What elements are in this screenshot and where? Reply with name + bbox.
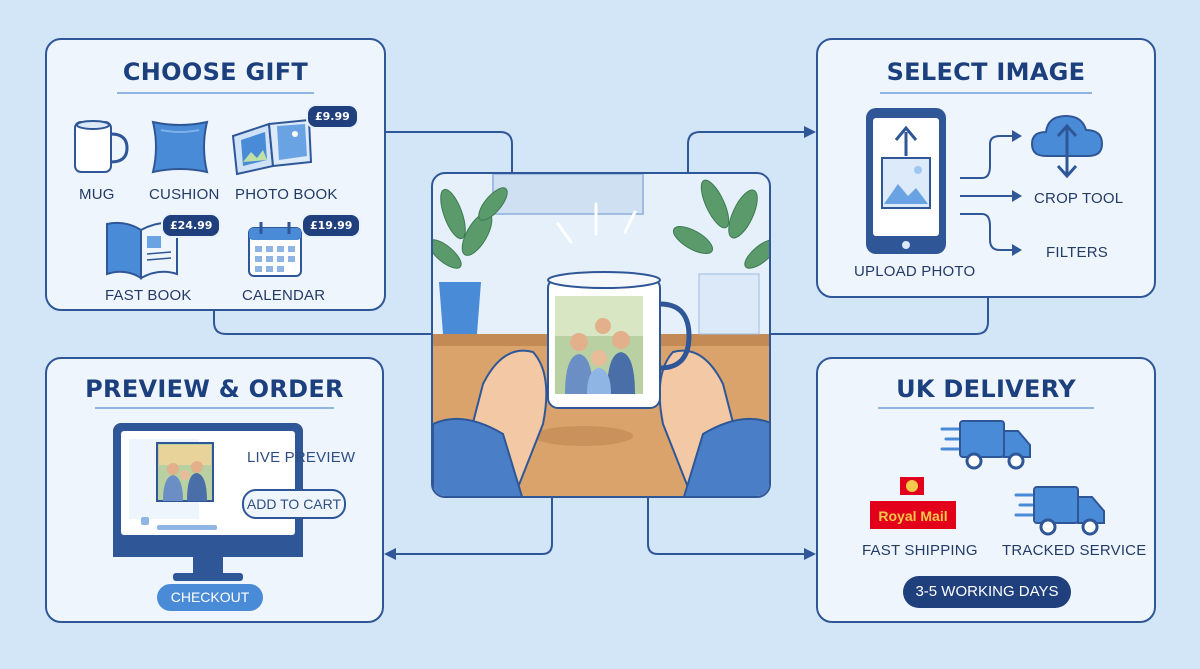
option-arrows: [960, 130, 1022, 256]
cushion-icon[interactable]: [147, 116, 213, 178]
uk-delivery-title: UK DELIVERY: [896, 375, 1076, 403]
crop-tool-option[interactable]: CROP TOOL: [1034, 190, 1124, 207]
royal-mail-logo: Royal Mail: [870, 477, 956, 529]
tracked-service-label: TRACKED SERVICE: [1002, 542, 1147, 559]
upload-photo-label: UPLOAD PHOTO: [854, 263, 976, 280]
gift-label-photo-book: PHOTO BOOK: [235, 186, 338, 203]
live-preview-label: LIVE PREVIEW: [247, 449, 356, 466]
choose-gift-panel: CHOOSE GIFT MUG CUSHION £9.99 PHOTO BOOK…: [45, 38, 386, 311]
fast-shipping-label: FAST SHIPPING: [862, 542, 978, 559]
svg-text:Royal Mail: Royal Mail: [878, 508, 947, 524]
calendar-icon[interactable]: [245, 220, 309, 280]
preview-order-title: PREVIEW & ORDER: [85, 375, 344, 403]
title-underline: [878, 407, 1094, 409]
filters-option[interactable]: FILTERS: [1046, 244, 1108, 261]
cloud-upload-icon[interactable]: [1028, 110, 1108, 180]
preview-order-panel: PREVIEW & ORDER LIVE PREVIEW ADD TO CART…: [45, 357, 384, 623]
gift-label-calendar: CALENDAR: [242, 287, 326, 304]
title-underline: [880, 92, 1092, 94]
gift-label-fast-book: FAST BOOK: [105, 287, 192, 304]
gift-label-mug: MUG: [79, 186, 115, 203]
delivery-truck-icon: [940, 420, 1031, 470]
phone-upload-icon[interactable]: [862, 106, 952, 256]
hero-scene: [433, 174, 769, 496]
title-underline: [117, 92, 314, 94]
checkout-button[interactable]: CHECKOUT: [157, 584, 263, 611]
working-days-badge: 3-5 WORKING DAYS: [903, 576, 1071, 608]
hero-image: [431, 172, 771, 498]
gift-label-cushion: CUSHION: [149, 186, 220, 203]
uk-delivery-panel: UK DELIVERY Royal Mail FAST SHIPPING TRA…: [816, 357, 1156, 623]
preview-photo: [156, 442, 214, 502]
title-underline: [95, 407, 334, 409]
price-badge-fast-book: £24.99: [161, 213, 222, 238]
price-badge-photo-book: £9.99: [306, 104, 359, 129]
choose-gift-title: CHOOSE GIFT: [122, 58, 309, 86]
price-badge-calendar: £19.99: [301, 213, 362, 238]
tracked-truck-icon: [1014, 486, 1105, 536]
select-image-panel: SELECT IMAGE UPLOAD PHOTO CROP TOOL FILT…: [816, 38, 1156, 298]
select-image-title: SELECT IMAGE: [886, 58, 1086, 86]
add-to-cart-button[interactable]: ADD TO CART: [242, 489, 346, 519]
mug-icon[interactable]: [71, 118, 131, 178]
photo-book-icon[interactable]: [229, 114, 315, 178]
